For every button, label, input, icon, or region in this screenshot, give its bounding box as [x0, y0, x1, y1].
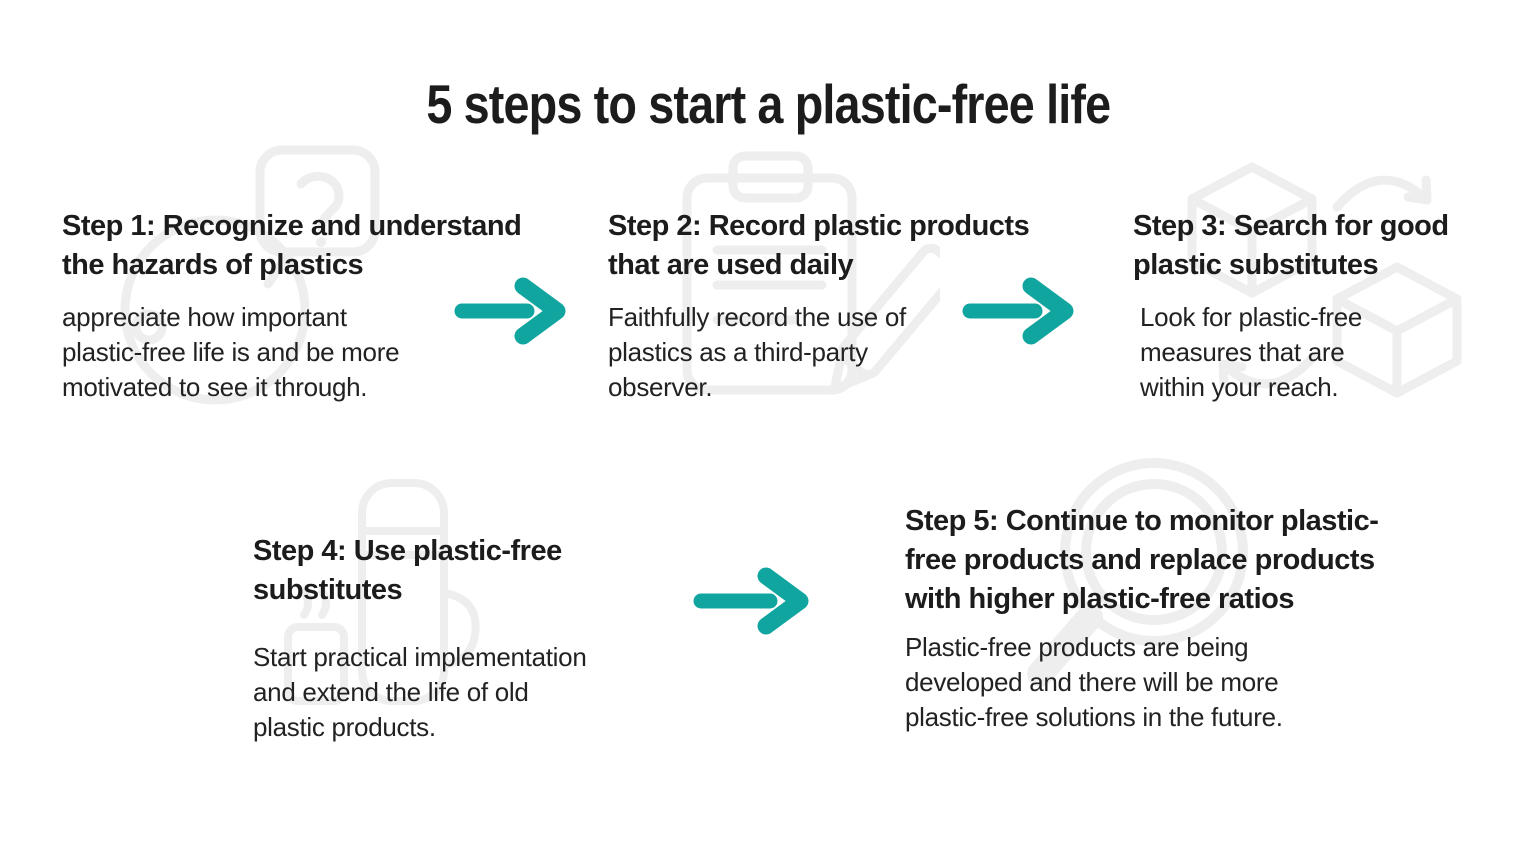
step-1-body: appreciate how important plastic-free li… [62, 302, 400, 402]
thermos-bottle-icon [284, 479, 480, 705]
recycle-boxes-icon [1187, 162, 1462, 398]
step-2-block: Step 2: Record plastic products that are… [608, 207, 1030, 405]
step-4-block: Step 4: Use plastic-free substitutes Sta… [253, 532, 587, 745]
page-title: 5 steps to start a plastic-free life [426, 73, 1111, 135]
step-5-heading: Step 5: Continue to monitor plastic- fre… [905, 505, 1379, 615]
clipboard-pencil-icon [682, 151, 940, 395]
page-title-wrap: 5 steps to start a plastic-free life [0, 72, 1536, 136]
step-5-block: Step 5: Continue to monitor plastic- fre… [905, 502, 1379, 735]
step-2-body: Faithfully record the use of plastics as… [608, 302, 906, 402]
flow-arrow-icon-3 [693, 567, 809, 635]
step-4-body: Start practical implementation and exten… [253, 642, 587, 742]
step-3-block: Step 3: Search for good plastic substitu… [1133, 207, 1449, 405]
step-4-heading: Step 4: Use plastic-free substitutes [253, 535, 562, 606]
flow-arrow-icon-2 [962, 277, 1074, 345]
step-1-block: Step 1: Recognize and understand the haz… [62, 207, 522, 405]
step-1-heading: Step 1: Recognize and understand the haz… [62, 210, 522, 281]
step-5-body: Plastic-free products are being develope… [905, 632, 1283, 732]
step-2-heading: Step 2: Record plastic products that are… [608, 210, 1030, 281]
magnifier-icon [1027, 458, 1248, 687]
step-3-heading: Step 3: Search for good plastic substitu… [1133, 210, 1449, 281]
thinking-person-icon [120, 145, 380, 405]
step-3-body: Look for plastic-free measures that are … [1140, 302, 1363, 402]
flow-arrow-icon-1 [454, 277, 566, 345]
